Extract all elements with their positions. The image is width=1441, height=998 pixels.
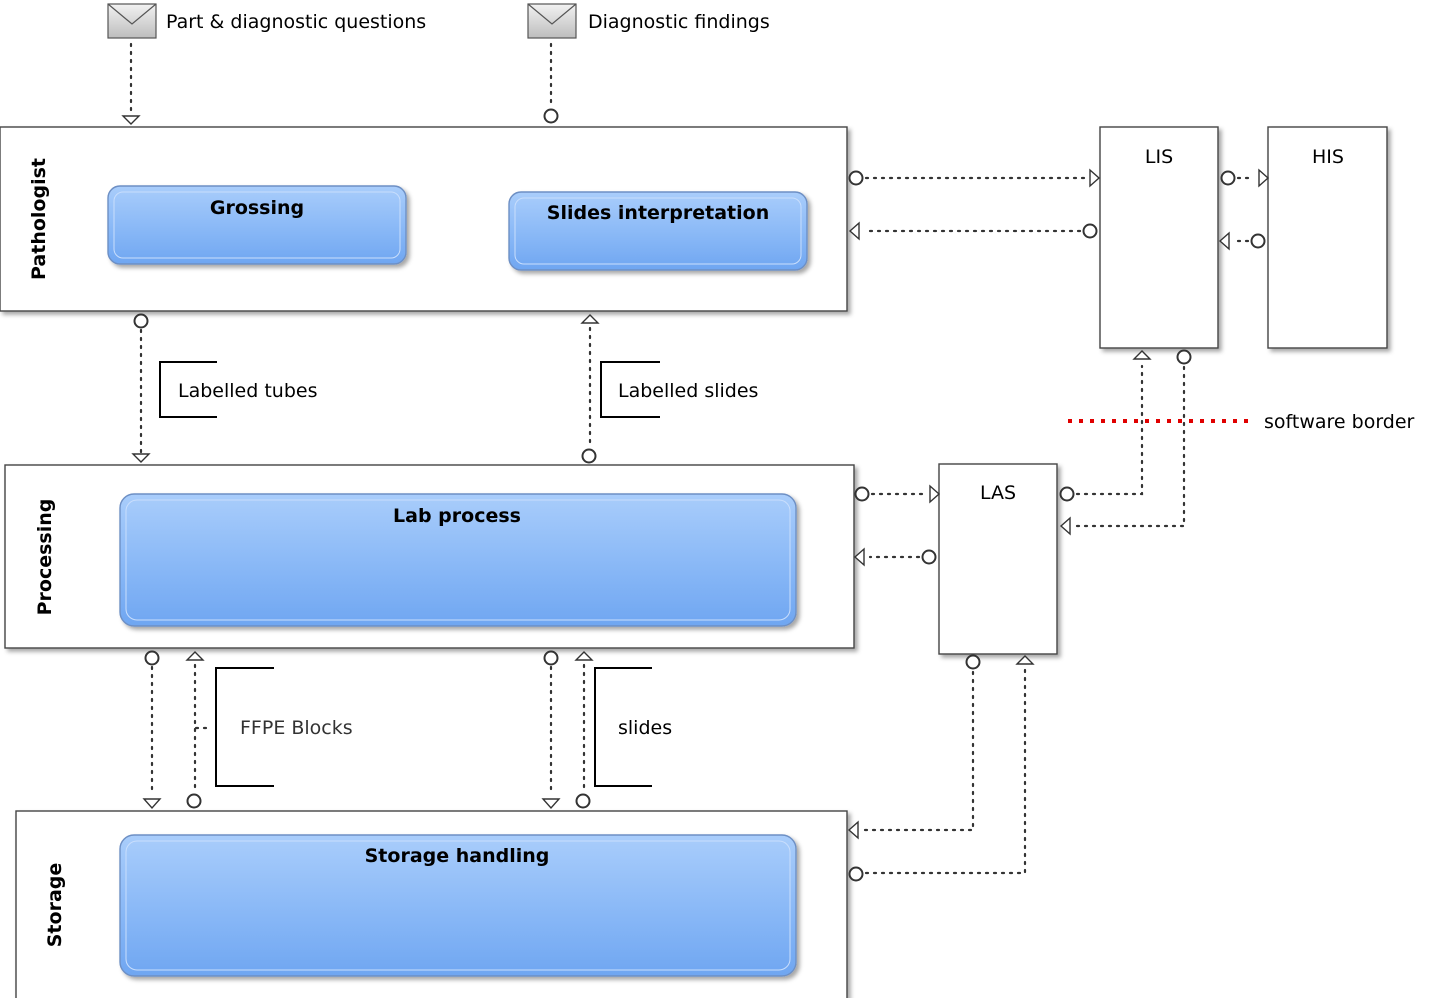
- flow-start-icon: [575, 793, 591, 809]
- software-border: software border: [1068, 411, 1415, 433]
- arrow-head-icon: [1015, 655, 1035, 665]
- arrow-head-icon: [185, 651, 205, 661]
- data-label: Labelled tubes: [178, 380, 317, 402]
- envelope-icon: [527, 3, 577, 39]
- data-label: FFPE Blocks: [240, 717, 353, 739]
- task-label: Grossing: [210, 197, 304, 219]
- message-label: Diagnostic findings: [588, 11, 770, 33]
- arrow-head-icon: [541, 798, 561, 810]
- flow-start-icon: [848, 866, 864, 882]
- task-label: Slides interpretation: [547, 202, 769, 224]
- arrow-head-icon: [847, 820, 859, 840]
- system-label: LIS: [1145, 146, 1173, 168]
- arrow-head-icon: [121, 115, 141, 125]
- flow-start-icon: [1220, 170, 1236, 186]
- arrow-head-icon: [574, 651, 594, 661]
- system-las: LAS: [938, 463, 1058, 655]
- arrow-head-icon: [1132, 350, 1152, 360]
- data-slides: slides: [594, 667, 672, 787]
- flow-start-icon: [581, 448, 597, 464]
- task-slides-interpretation[interactable]: Slides interpretation: [508, 191, 808, 271]
- flow-start-icon: [186, 793, 202, 809]
- system-his: HIS: [1267, 126, 1388, 349]
- flow-start-icon: [543, 108, 559, 124]
- flow-start-icon: [1082, 223, 1098, 239]
- envelope-icon: [107, 3, 157, 39]
- flow-start-icon: [1250, 233, 1266, 249]
- arrow-head-icon: [853, 547, 865, 567]
- software-border-label: software border: [1264, 411, 1415, 433]
- arrow-head-icon: [142, 798, 162, 810]
- task-storage-handling[interactable]: Storage handling: [119, 834, 797, 977]
- message-diagnostic-findings: Diagnostic findings: [527, 3, 770, 39]
- arrow-head-icon: [848, 221, 860, 241]
- flow-start-icon: [144, 650, 160, 666]
- task-label: Storage handling: [365, 845, 550, 867]
- arrow-head-icon: [1059, 516, 1071, 536]
- arrow-head-icon: [1258, 168, 1270, 188]
- message-label: Part & diagnostic questions: [166, 11, 426, 33]
- system-label: HIS: [1312, 146, 1344, 168]
- task-grossing[interactable]: Grossing: [107, 185, 407, 265]
- system-label: LAS: [980, 482, 1016, 504]
- arrow-head-icon: [929, 484, 941, 504]
- flow-start-icon: [1176, 349, 1192, 365]
- pool-title: Pathologist: [28, 158, 50, 280]
- system-lis: LIS: [1099, 126, 1219, 349]
- arrow-head-icon: [580, 314, 600, 324]
- pool-title: Processing: [34, 499, 56, 616]
- data-ffpe-blocks: FFPE Blocks: [194, 667, 353, 787]
- data-labelled-slides: Labelled slides: [600, 361, 758, 418]
- flow-start-icon: [133, 313, 149, 329]
- flow-start-icon: [921, 549, 937, 565]
- flow-start-icon: [965, 654, 981, 670]
- flow-start-icon: [543, 650, 559, 666]
- message-part-questions: Part & diagnostic questions: [107, 3, 426, 39]
- data-labelled-tubes: Labelled tubes: [159, 361, 317, 418]
- arrow-head-icon: [1218, 231, 1230, 251]
- message-flows: [121, 42, 1270, 882]
- flow-start-icon: [1059, 486, 1075, 502]
- flow-start-icon: [848, 170, 864, 186]
- data-label: Labelled slides: [618, 380, 758, 402]
- arrow-head-icon: [1089, 168, 1101, 188]
- task-lab-process[interactable]: Lab process: [119, 493, 797, 627]
- arrow-head-icon: [131, 453, 151, 463]
- flow-start-icon: [854, 486, 870, 502]
- pool-title: Storage: [44, 863, 66, 948]
- data-label: slides: [618, 717, 672, 739]
- task-label: Lab process: [393, 505, 521, 527]
